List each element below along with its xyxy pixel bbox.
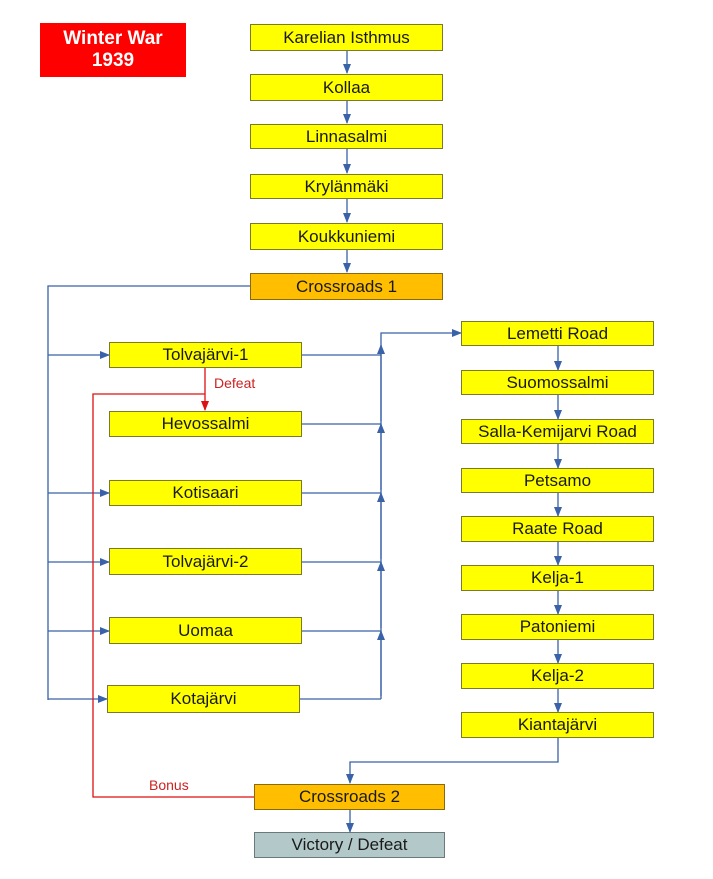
node-kelja-2: Kelja-2 — [461, 663, 654, 689]
node-linnasalmi: Linnasalmi — [250, 124, 443, 149]
node-victory-defeat: Victory / Defeat — [254, 832, 445, 858]
node-kotajarvi: Kotajärvi — [107, 685, 300, 713]
node-crossroads-1: Crossroads 1 — [250, 273, 443, 300]
node-crossroads-2: Crossroads 2 — [254, 784, 445, 810]
node-patoniemi: Patoniemi — [461, 614, 654, 640]
title-line-2: 1939 — [91, 50, 135, 71]
node-koukkuniemi: Koukkuniemi — [250, 223, 443, 250]
node-kelja-1: Kelja-1 — [461, 565, 654, 591]
node-tolvajarvi-2: Tolvajärvi-2 — [109, 548, 302, 575]
node-raate-road: Raate Road — [461, 516, 654, 542]
arrow-merge-to-lemetti — [380, 329, 462, 345]
edge-label-bonus: Bonus — [149, 777, 189, 793]
arrow-kiantajarvi-to-crossroads2 — [346, 738, 559, 784]
node-uomaa: Uomaa — [109, 617, 302, 644]
node-kiantajarvi: Kiantajärvi — [461, 712, 654, 738]
node-lemetti-road: Lemetti Road — [461, 321, 654, 346]
node-hevossalmi: Hevossalmi — [109, 411, 302, 437]
node-petsamo: Petsamo — [461, 468, 654, 493]
node-salla-kemijarvi-road: Salla-Kemijarvi Road — [461, 419, 654, 444]
node-krylanmaki: Krylänmäki — [250, 174, 443, 199]
node-kotisaari: Kotisaari — [109, 480, 302, 506]
title-line-1: Winter War — [63, 28, 163, 49]
line-bonus-path — [92, 393, 254, 798]
edge-label-defeat: Defeat — [214, 375, 256, 391]
node-tolvajarvi-1: Tolvajärvi-1 — [109, 342, 302, 368]
node-karelian-isthmus: Karelian Isthmus — [250, 24, 443, 51]
node-suomossalmi: Suomossalmi — [461, 370, 654, 395]
node-kollaa: Kollaa — [250, 74, 443, 101]
diagram-title-block: Winter War 1939 — [40, 23, 186, 77]
